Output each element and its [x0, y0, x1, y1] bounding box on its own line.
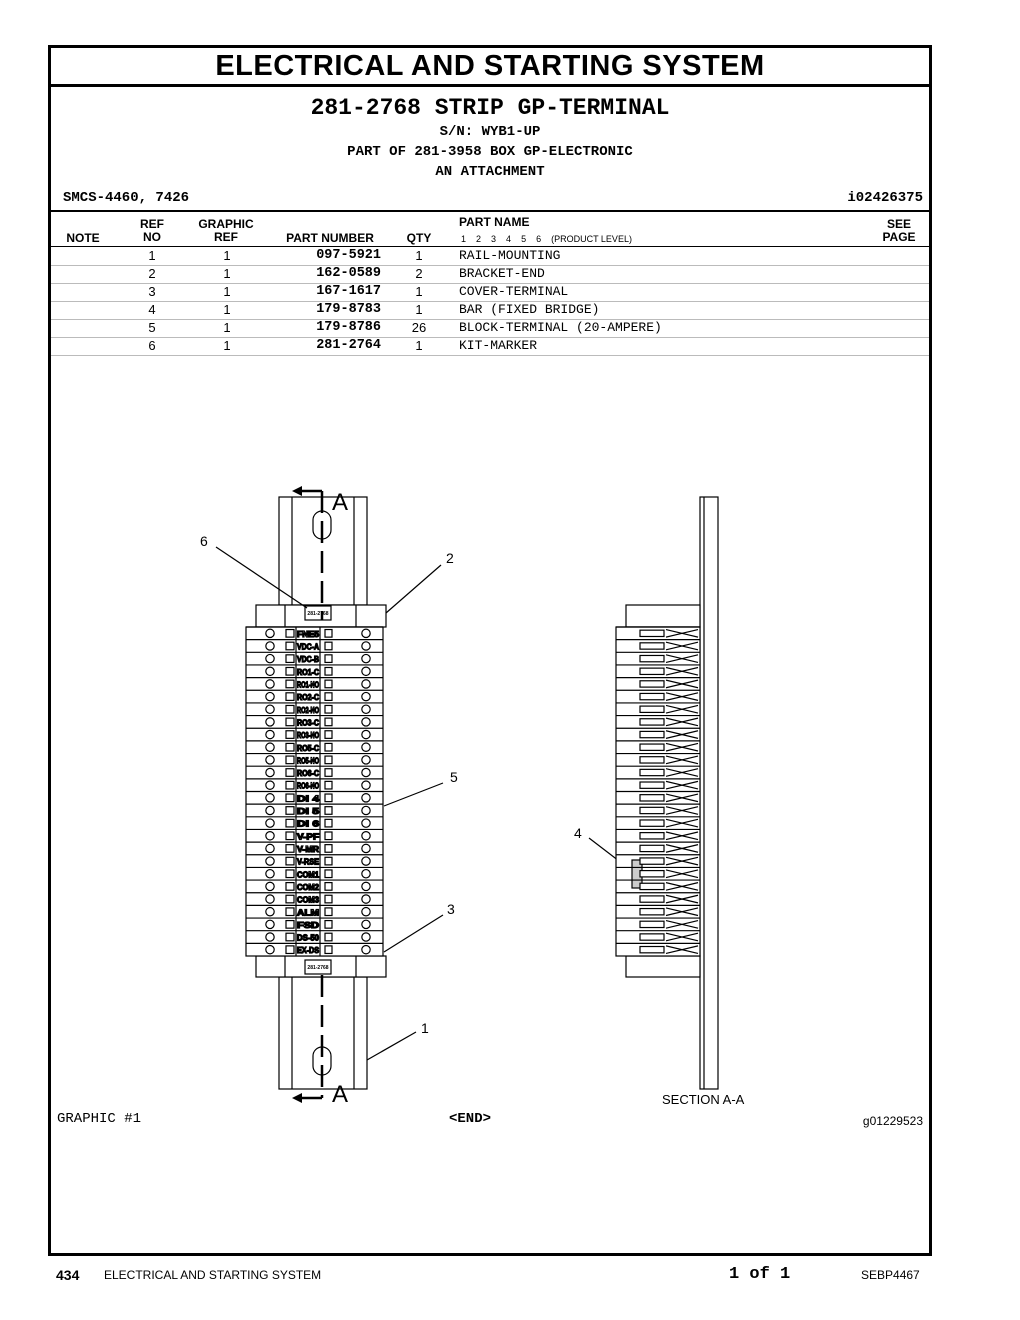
- col-part-name-label: PART NAME: [459, 215, 530, 229]
- table-row: 2 1 162-0589 2 BRACKET-END: [51, 265, 929, 284]
- col-note-label: NOTE: [66, 231, 100, 245]
- row-ref: 5: [148, 320, 156, 335]
- row-graphic-ref: 1: [223, 302, 231, 317]
- row-part-number: 179-8786: [316, 320, 381, 335]
- col-see-bottom: PAGE: [882, 230, 916, 244]
- col-qty: QTY: [399, 232, 439, 245]
- row-graphic-ref: 1: [223, 248, 231, 263]
- page-frame: ELECTRICAL AND STARTING SYSTEM 281-2768 …: [48, 45, 932, 1256]
- part-title: 281-2768 STRIP GP-TERMINAL: [310, 95, 670, 121]
- table-row: 4 1 179-8783 1 BAR (FIXED BRIDGE): [51, 301, 929, 320]
- row-qty: 1: [415, 284, 423, 299]
- row-qty: 1: [415, 302, 423, 317]
- col-graphic-bottom: REF: [214, 230, 238, 244]
- row-graphic-ref: 1: [223, 266, 231, 281]
- col-ref-top: REF: [140, 217, 164, 231]
- row-graphic-ref: 1: [223, 338, 231, 353]
- table-row: 6 1 281-2764 1 KIT-MARKER: [51, 337, 929, 356]
- product-level-note: (PRODUCT LEVEL): [551, 234, 632, 244]
- row-part-number: 281-2764: [316, 338, 381, 353]
- doc-id: SEBP4467: [861, 1268, 920, 1282]
- row-graphic-ref: 1: [223, 320, 231, 335]
- row-graphic-ref: 1: [223, 284, 231, 299]
- header-rule: [51, 246, 929, 247]
- graphic-id: g01229523: [862, 1114, 923, 1128]
- attachment-note: AN ATTACHMENT: [435, 164, 545, 180]
- table-row: 5 1 179-8786 26 BLOCK-TERMINAL (20-AMPER…: [51, 319, 929, 338]
- row-part-number: 167-1617: [316, 284, 381, 299]
- table-row: 3 1 167-1617 1 COVER-TERMINAL: [51, 283, 929, 302]
- end-marker: <END>: [449, 1111, 492, 1127]
- page-of: 1 of 1: [729, 1265, 791, 1284]
- page-number: 434: [56, 1267, 80, 1283]
- row-part-name: RAIL-MOUNTING: [459, 248, 561, 263]
- row-part-name: KIT-MARKER: [459, 338, 538, 353]
- table-top-rule: [51, 210, 929, 212]
- row-qty: 26: [411, 320, 427, 335]
- row-part-name: BLOCK-TERMINAL (20-AMPERE): [459, 320, 662, 335]
- level-6: 6: [536, 234, 542, 244]
- row-part-number: 162-0589: [316, 266, 381, 281]
- table-row: 1 1 097-5921 1 RAIL-MOUNTING: [51, 247, 929, 266]
- col-see-top: SEE: [886, 217, 911, 231]
- part-of: PART OF 281-3958 BOX GP-ELECTRONIC: [347, 144, 633, 160]
- illustration-id: i02426375: [847, 190, 923, 206]
- col-part-number: PART NUMBER: [277, 232, 383, 245]
- row-part-name: BAR (FIXED BRIDGE): [459, 302, 600, 317]
- row-part-name: COVER-TERMINAL: [459, 284, 569, 299]
- smcs-code: SMCS-4460, 7426: [63, 190, 190, 206]
- col-part-name: PART NAME: [459, 216, 549, 229]
- row-ref: 3: [148, 284, 156, 299]
- row-ref: 6: [148, 338, 156, 353]
- row-ref: 1: [148, 248, 156, 263]
- serial-number: S/N: WYB1-UP: [439, 124, 541, 140]
- row-part-number: 097-5921: [316, 248, 381, 263]
- row-qty: 2: [415, 266, 423, 281]
- col-qty-label: QTY: [406, 231, 432, 245]
- col-note: NOTE: [61, 232, 105, 245]
- level-1: 1: [461, 234, 467, 244]
- row-qty: 1: [415, 338, 423, 353]
- graphic-label: GRAPHIC #1: [57, 1111, 142, 1127]
- footer-section: ELECTRICAL AND STARTING SYSTEM: [104, 1268, 322, 1282]
- col-part-number-label: PART NUMBER: [286, 231, 374, 245]
- page-title: ELECTRICAL AND STARTING SYSTEM: [51, 48, 929, 87]
- level-3: 3: [491, 234, 497, 244]
- row-part-name: BRACKET-END: [459, 266, 545, 281]
- row-part-number: 179-8783: [316, 302, 381, 317]
- row-ref: 4: [148, 302, 156, 317]
- level-2: 2: [476, 234, 482, 244]
- col-ref-bottom: NO: [143, 230, 161, 244]
- level-4: 4: [506, 234, 512, 244]
- row-ref: 2: [148, 266, 156, 281]
- level-5: 5: [521, 234, 527, 244]
- row-qty: 1: [415, 248, 423, 263]
- col-graphic-top: GRAPHIC: [198, 217, 254, 231]
